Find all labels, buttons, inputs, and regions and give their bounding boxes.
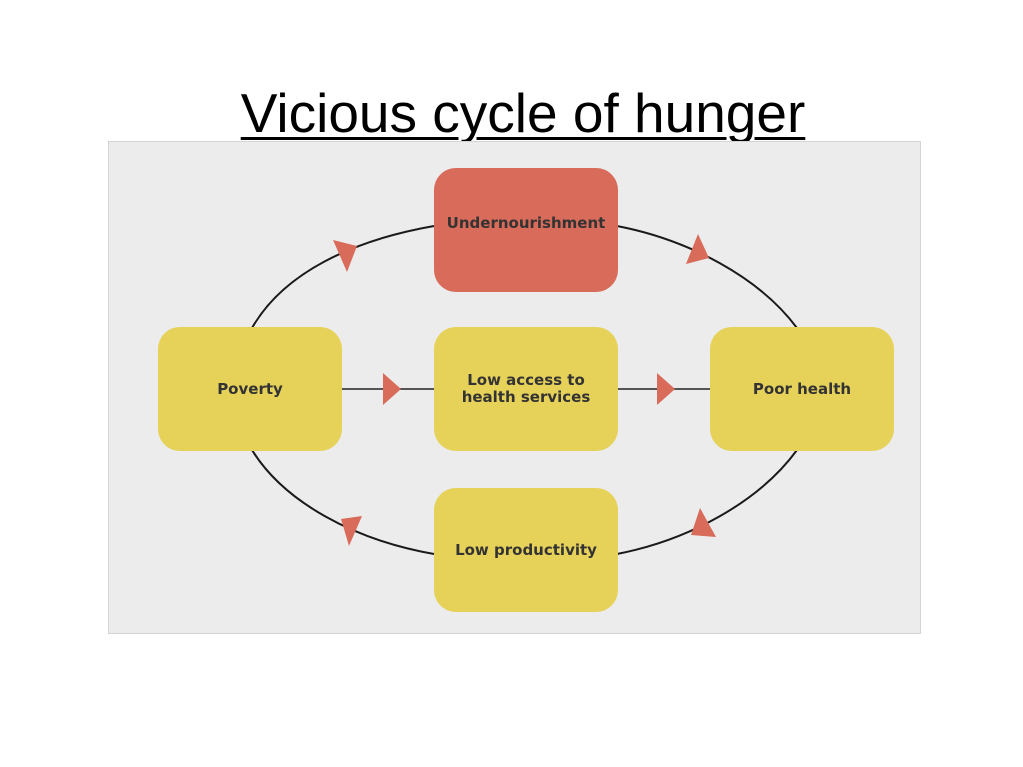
node-low-productivity: Low productivity xyxy=(434,488,618,612)
arrowhead-middle-right xyxy=(657,373,675,405)
node-undernourishment: Undernourishment xyxy=(434,168,618,292)
diagram-connectors xyxy=(251,225,798,555)
edge-poverty-to-undernourishment xyxy=(251,225,435,329)
node-poor-health-label: Poor health xyxy=(752,379,852,398)
edge-undernourishment-to-poor-health xyxy=(616,225,798,329)
arrowhead-top-left xyxy=(333,240,357,272)
arrowhead-middle-left xyxy=(383,373,401,405)
arrowhead-bottom-left xyxy=(341,516,362,546)
node-poor-health: Poor health xyxy=(710,327,894,451)
node-undernourishment-label: Undernourishment xyxy=(446,214,606,232)
arrowhead-top-right xyxy=(686,234,709,264)
slide-title: Vicious cycle of hunger xyxy=(240,82,806,144)
cycle-diagram: Undernourishment Poverty Low access to h… xyxy=(108,141,921,634)
node-poverty-label: Poverty xyxy=(217,379,283,398)
node-low-access-label: Low access to health services xyxy=(461,371,591,406)
node-poverty: Poverty xyxy=(158,327,342,451)
node-low-access-health-services: Low access to health services xyxy=(434,327,618,451)
edge-low-productivity-to-poverty xyxy=(251,449,435,555)
edge-poor-health-to-low-productivity xyxy=(616,449,798,555)
arrowhead-bottom-right xyxy=(691,508,716,537)
node-low-productivity-label: Low productivity xyxy=(455,540,597,559)
